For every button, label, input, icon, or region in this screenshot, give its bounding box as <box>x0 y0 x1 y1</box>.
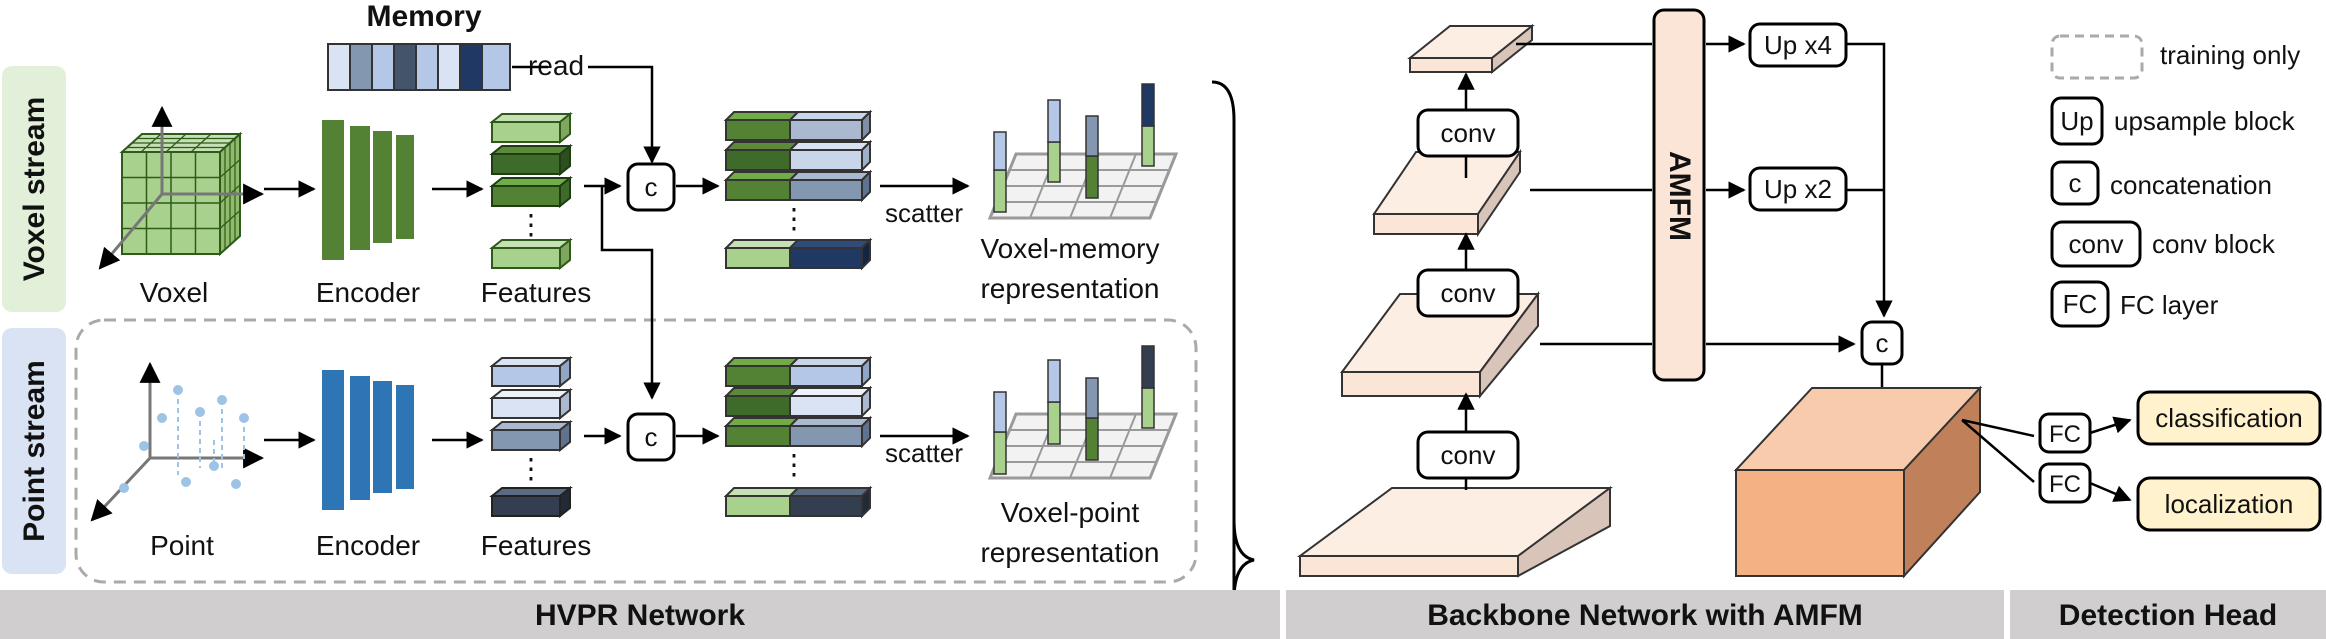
voxel-memory-grid <box>987 83 1179 220</box>
point-concat-node: c <box>626 412 676 462</box>
brace <box>1211 80 1255 614</box>
point-cloud <box>90 361 265 522</box>
section-detection-head: Detection Head <box>2010 590 2326 639</box>
svg-text:Detection Head: Detection Head <box>2059 599 2277 632</box>
memory-bank: Memory read <box>327 0 584 91</box>
voxel-point-label-2: representation <box>980 537 1159 568</box>
section-hvpr: HVPR Network <box>0 590 1280 639</box>
voxel-features: ⋮ <box>489 111 573 271</box>
svg-text:Up: Up <box>2060 106 2093 136</box>
svg-text:⋮: ⋮ <box>517 209 545 240</box>
svg-text:conv: conv <box>2069 229 2124 259</box>
svg-text:Up x4: Up x4 <box>1764 30 1832 60</box>
voxel-stream-label: Voxel stream <box>2 66 66 312</box>
point-features: ⋮ <box>489 355 573 519</box>
voxel-encoder-label: Encoder <box>316 277 420 308</box>
legend-concat: c concatenation <box>2050 160 2272 206</box>
voxel-memory-label-1: Voxel-memory <box>981 233 1160 264</box>
voxel-point-label-1: Voxel-point <box>1001 497 1140 528</box>
point-scatter-label: scatter <box>885 438 963 468</box>
svg-text:conv: conv <box>1441 278 1496 308</box>
conv-block-2: conv <box>1416 268 1520 318</box>
read-label: read <box>528 50 584 81</box>
svg-text:c: c <box>645 422 658 452</box>
svg-text:FC: FC <box>2049 471 2081 498</box>
legend-conv: conv conv block <box>2050 220 2276 268</box>
voxel-point-grid <box>987 345 1179 480</box>
svg-text:conv: conv <box>1441 440 1496 470</box>
svg-text:c: c <box>2069 168 2082 198</box>
svg-text:Memory: Memory <box>366 0 481 33</box>
legend-upsample: Up upsample block <box>2050 96 2296 146</box>
amfm-module: AMFM <box>1652 8 1706 382</box>
svg-text:⋮: ⋮ <box>780 449 808 480</box>
fc-block-loc: FC <box>2038 462 2092 504</box>
legend: training only Up upsample block c concat… <box>2050 34 2300 328</box>
svg-text:⋮: ⋮ <box>780 203 808 234</box>
classification-output: classification <box>2136 390 2322 446</box>
svg-text:training only: training only <box>2160 40 2300 70</box>
legend-fc: FC FC layer <box>2050 280 2219 328</box>
svg-text:classification: classification <box>2155 403 2302 433</box>
svg-text:⋮: ⋮ <box>517 453 545 484</box>
svg-text:Up x2: Up x2 <box>1764 174 1832 204</box>
backbone-layer-4 <box>1296 486 1614 578</box>
svg-text:upsample block: upsample block <box>2114 106 2296 136</box>
svg-text:FC: FC <box>2049 421 2081 448</box>
point-stream-label: Point stream <box>2 328 66 574</box>
conv-block-1: conv <box>1416 430 1520 480</box>
voxel-cube <box>98 105 265 270</box>
legend-training-only: training only <box>2050 34 2300 80</box>
backbone-layer-1 <box>1407 23 1535 75</box>
svg-text:conv block: conv block <box>2152 229 2276 259</box>
backbone-concat-node: c <box>1860 320 1904 366</box>
svg-text:Backbone Network with AMFM: Backbone Network with AMFM <box>1427 599 1863 632</box>
conv-block-3: conv <box>1416 108 1520 158</box>
head-feature-map <box>1733 385 1983 579</box>
backbone-layer-2 <box>1372 148 1522 238</box>
svg-text:Voxel stream: Voxel stream <box>18 97 51 282</box>
section-backbone: Backbone Network with AMFM <box>1286 590 2004 639</box>
training-only-region <box>74 318 1198 584</box>
voxel-memory-label-2: representation <box>980 273 1159 304</box>
svg-text:concatenation: concatenation <box>2110 170 2272 200</box>
voxel-scatter-label: scatter <box>885 198 963 228</box>
upsample-x4-block: Up x4 <box>1748 22 1848 68</box>
point-features-label: Features <box>481 530 592 561</box>
svg-text:HVPR Network: HVPR Network <box>535 599 745 632</box>
voxel-concat-node: c <box>626 162 676 212</box>
localization-output: localization <box>2136 476 2322 532</box>
svg-text:AMFM: AMFM <box>1663 151 1696 241</box>
svg-text:c: c <box>1876 328 1889 358</box>
svg-text:conv: conv <box>1441 118 1496 148</box>
voxel-features-label: Features <box>481 277 592 308</box>
fc-block-cls: FC <box>2038 412 2092 454</box>
point-encoder-label: Encoder <box>316 530 420 561</box>
voxel-encoder <box>322 120 414 260</box>
svg-text:c: c <box>645 172 658 202</box>
svg-text:localization: localization <box>2165 489 2294 519</box>
point-encoder <box>322 370 414 510</box>
point-label: Point <box>150 530 214 561</box>
svg-text:FC layer: FC layer <box>2120 290 2219 320</box>
voxel-label: Voxel <box>140 277 209 308</box>
voxel-point-features: ⋮ <box>723 355 873 519</box>
upsample-x2-block: Up x2 <box>1748 166 1848 212</box>
svg-text:FC: FC <box>2063 289 2098 319</box>
svg-text:Point stream: Point stream <box>18 360 51 542</box>
voxel-memory-features: ⋮ <box>723 109 873 271</box>
